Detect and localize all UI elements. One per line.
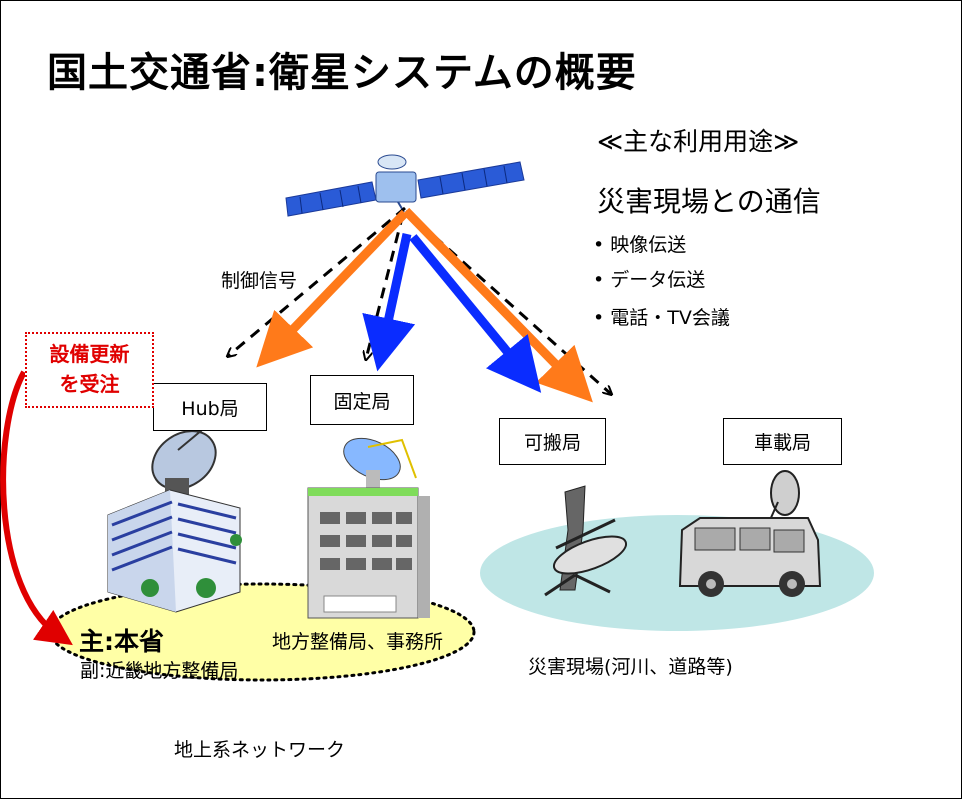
disaster-site-label: 災害現場(河川、道路等) — [528, 656, 733, 678]
regional-office-label: 地方整備局、事務所 — [272, 631, 444, 653]
control-signal-label: 制御信号 — [221, 270, 298, 292]
fixed-station-box: 固定局 — [310, 375, 414, 425]
vehicle-icon — [678, 470, 822, 597]
portable-station-box: 可搬局 — [499, 418, 606, 465]
hub-station-label: Hub局 — [181, 397, 239, 420]
order-notice-line1: 設備更新 — [49, 342, 130, 366]
blue-link-portable — [409, 234, 542, 393]
hub-station-box: Hub局 — [153, 383, 267, 431]
portable-antenna-icon — [544, 485, 628, 597]
orange-link-hub — [256, 209, 409, 368]
use-item: • 映像伝送 — [593, 234, 687, 256]
use-item: • データ伝送 — [593, 269, 706, 291]
hub-building-icon — [107, 424, 242, 613]
uses-subheading: 災害現場との通信 — [597, 185, 821, 218]
vehicle-station-label: 車載局 — [753, 432, 811, 454]
orange-link-portable — [402, 207, 593, 403]
slide-title: 国土交通省:衛星システムの概要 — [47, 50, 637, 96]
uses-heading: ≪主な利用用途≫ — [597, 127, 800, 156]
fixed-building-icon — [307, 437, 430, 619]
satellite-icon — [285, 154, 525, 217]
main-office-label: 主:本省 — [79, 627, 164, 656]
fixed-station-label: 固定局 — [333, 390, 391, 413]
notice-arrow — [0, 370, 73, 646]
order-notice: 設備更新 を受注 — [25, 332, 154, 408]
blue-link-fixed — [362, 233, 416, 372]
use-item: • 電話・TV会議 — [593, 307, 730, 329]
sub-office-label: 副:近畿地方整備局 — [80, 660, 239, 682]
network-label: 地上系ネットワーク — [174, 739, 346, 761]
vehicle-station-box: 車載局 — [723, 418, 842, 465]
order-notice-line2: を受注 — [59, 372, 120, 396]
portable-station-label: 可搬局 — [523, 432, 581, 454]
